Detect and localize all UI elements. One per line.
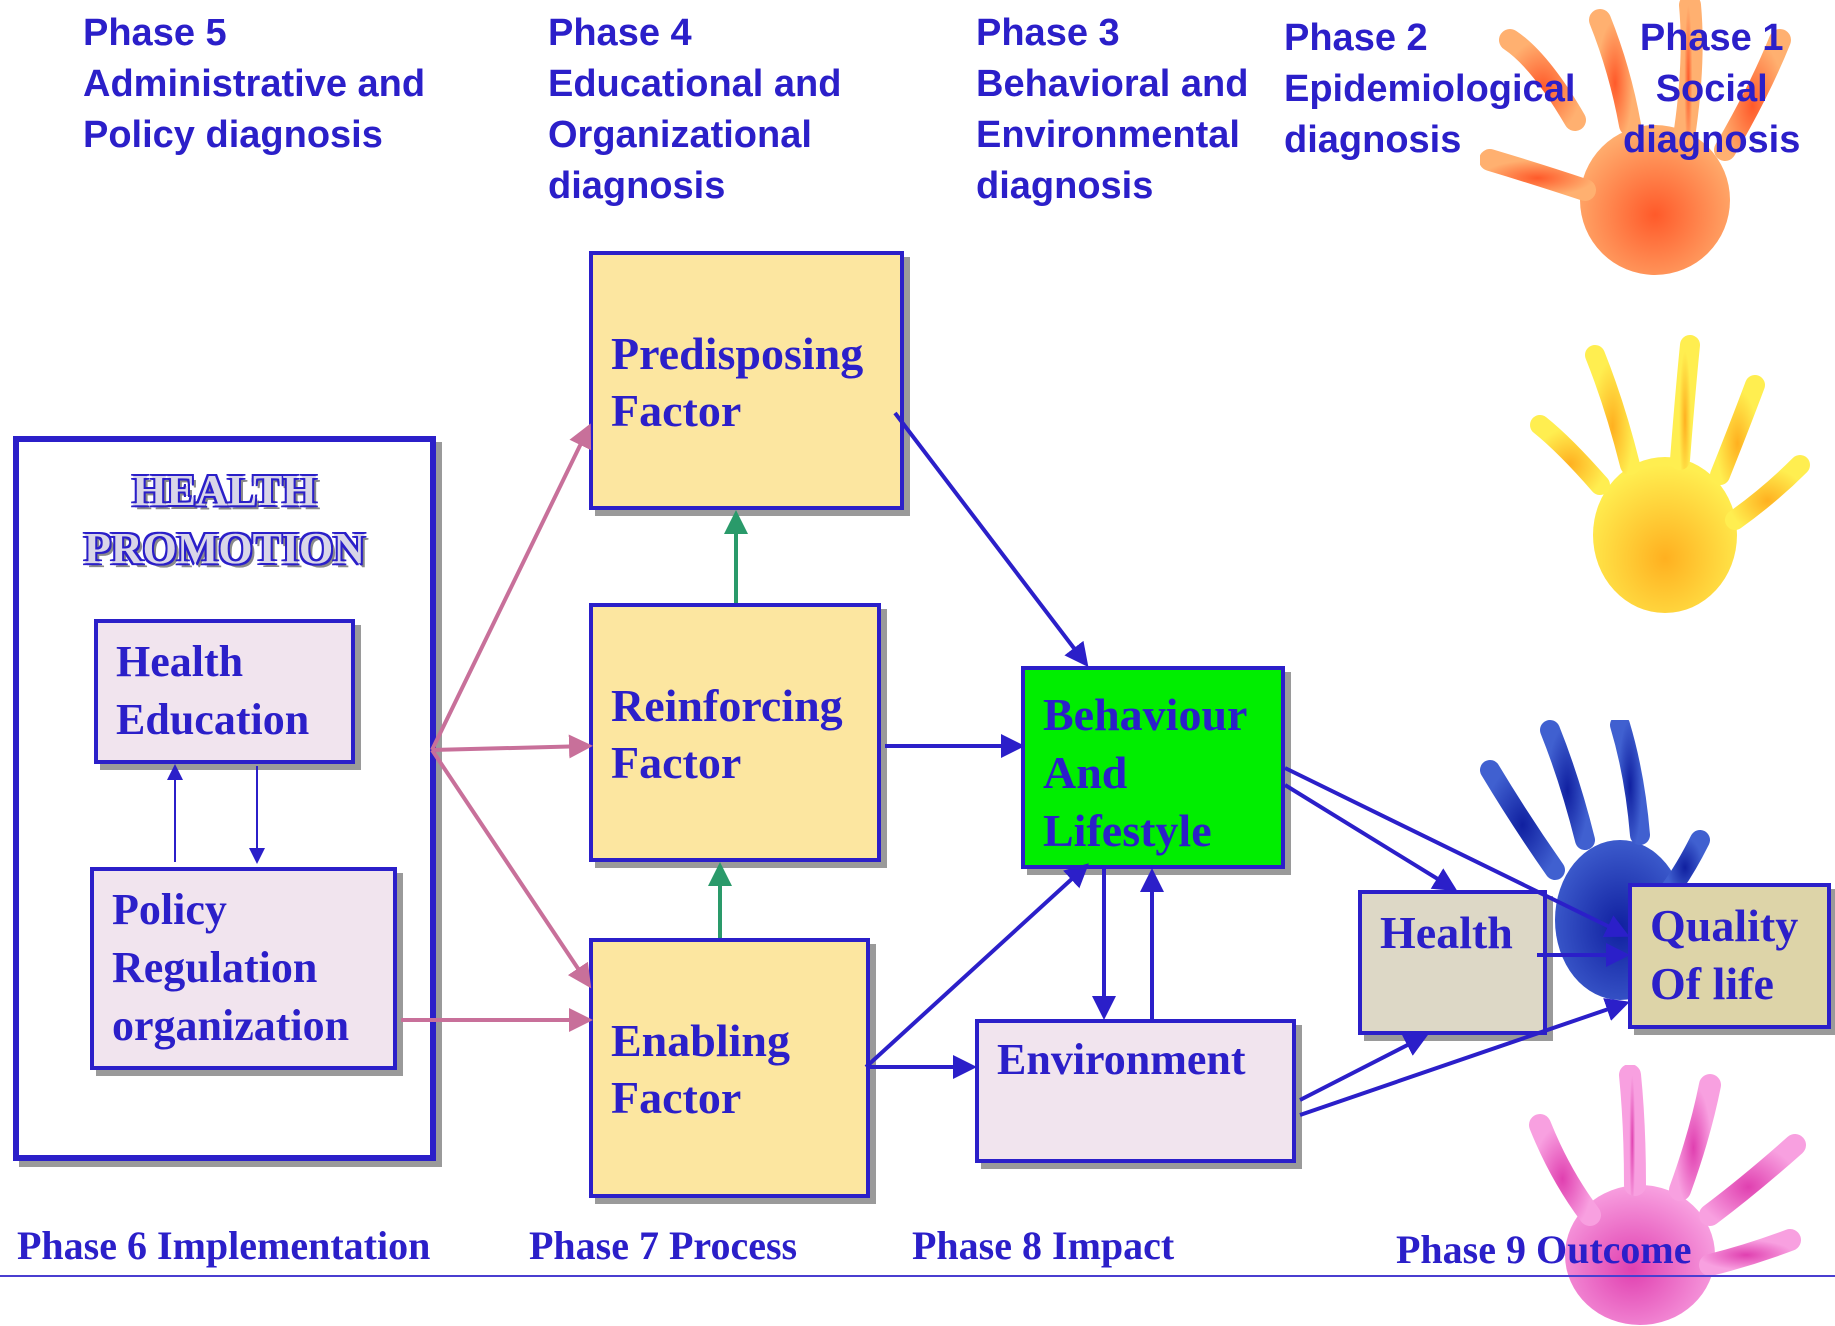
pink-handprint xyxy=(1529,1065,1806,1325)
policy-regulation-box: Policy Regulation organization xyxy=(90,867,397,1070)
arrow-environment-to-quality xyxy=(1299,998,1630,1117)
phase-3-label: Phase 3 Behavioral and Environmental dia… xyxy=(976,12,1249,207)
arrow-environment-to-health xyxy=(1299,1034,1429,1102)
health-promotion-title: HEALTH PROMOTION xyxy=(83,466,366,573)
phase-6-label: Phase 6 Implementation xyxy=(17,1223,431,1268)
phase-1-label: Phase 1 Social diagnosis xyxy=(1623,17,1801,161)
predisposing-factor-box: Predisposing Factor xyxy=(589,251,904,510)
yellow-handprint xyxy=(1530,335,1810,613)
phase-5-label: Phase 5 Administrative and Policy diagno… xyxy=(83,12,426,156)
bottom-divider xyxy=(0,1275,1835,1277)
orange-handprint xyxy=(1480,0,1791,275)
arrow-behaviour-to-health xyxy=(1283,783,1458,892)
behaviour-lifestyle-box: Behaviour And Lifestyle xyxy=(1021,666,1285,869)
enabling-factor-box: Enabling Factor xyxy=(589,938,870,1198)
arrow-behaviour-to-quality xyxy=(1284,766,1630,937)
reinforcing-factor-box: Reinforcing Factor xyxy=(589,603,881,862)
phase-8-label: Phase 8 Impact xyxy=(912,1223,1175,1268)
arrow-hp-to-enabling xyxy=(430,748,592,989)
phase-9-label: Phase 9 Outcome xyxy=(1396,1227,1692,1272)
quality-of-life-box: Quality Of life xyxy=(1628,883,1831,1029)
phase-7-label: Phase 7 Process xyxy=(529,1223,798,1268)
environment-box: Environment xyxy=(975,1019,1296,1163)
phase-2-label: Phase 2 Epidemiological diagnosis xyxy=(1284,17,1576,161)
health-box: Health xyxy=(1358,890,1547,1035)
arrow-hp-to-predisposing xyxy=(430,423,592,751)
phase-4-label: Phase 4 Educational and Organizational d… xyxy=(548,12,842,207)
health-education-box: Health Education xyxy=(94,619,355,764)
arrow-predisposing-to-behaviour xyxy=(893,411,1089,668)
arrow-hp-to-reinforcing xyxy=(431,734,593,759)
arrow-enabling-to-behaviour xyxy=(864,863,1089,1069)
